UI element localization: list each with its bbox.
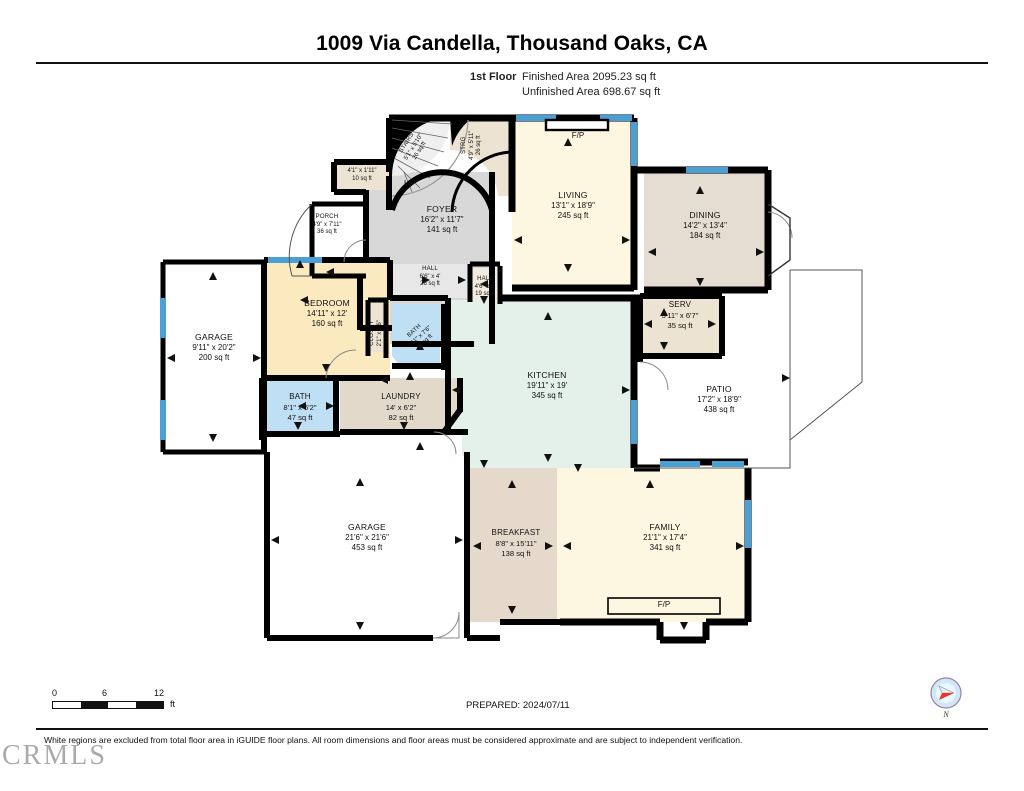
scale-tick-6: 6	[102, 688, 108, 698]
floor-area-summary: 1st Floor Finished Area 2095.23 sq ft Unf…	[470, 70, 660, 100]
room-fill-patio	[638, 362, 790, 468]
room-fill-dining	[644, 172, 768, 290]
plan-wall-lines	[160, 114, 772, 644]
plan-windows	[160, 115, 751, 548]
floor-plan-drawing: PORCH 4'9" x 7'11" 36 sq ft 4'1" x 1'11"…	[0, 100, 1024, 660]
patio-outline	[634, 269, 863, 469]
scale-unit-label: ft	[170, 699, 176, 709]
plan-svg	[160, 114, 863, 644]
compass-north-label: N	[943, 710, 949, 719]
scale-tick-0: 0	[52, 688, 58, 698]
scale-ticks: 0 6 12	[52, 688, 174, 700]
room-fill-living	[512, 118, 634, 288]
compass-rose: N	[925, 676, 967, 724]
finished-area: Finished Area 2095.23 sq ft	[522, 71, 656, 83]
scale-seg-4	[135, 702, 163, 708]
room-fill-garage-2	[267, 456, 467, 638]
strg-arc-outer	[450, 150, 513, 213]
view-arrows	[167, 138, 790, 630]
scale-seg-3	[108, 702, 136, 708]
room-fill-laundry	[340, 378, 460, 432]
fireplace-living	[544, 118, 610, 132]
room-fill-hall-1	[390, 264, 470, 298]
scale-seg-2	[80, 702, 108, 708]
dining-bay	[767, 203, 791, 277]
wall-strg-arc	[450, 118, 472, 146]
floor-label: 1st Floor	[470, 71, 517, 83]
room-fill-kitchen	[448, 300, 634, 468]
room-fill-family	[557, 468, 748, 622]
scale-bar	[52, 701, 164, 709]
scale-tick-12: 12	[154, 688, 165, 698]
page-title: 1009 Via Candella, Thousand Oaks, CA	[316, 32, 708, 55]
compass-icon	[930, 677, 962, 709]
wall-block-upper-left	[389, 118, 450, 176]
room-fill-closet-up	[334, 164, 390, 190]
watermark-crmls: CRMLS	[2, 740, 107, 771]
fireplace-label-family: F/P	[657, 600, 671, 609]
fireplace-label-living: F/P	[571, 131, 585, 140]
fireplace-family	[607, 597, 721, 615]
scale-bar-group: 0 6 12 ft	[52, 688, 176, 709]
door-leaf-garage2	[433, 612, 460, 639]
title-divider	[36, 62, 988, 64]
footer-divider	[36, 728, 988, 730]
scale-seg-1	[53, 702, 81, 708]
unfinished-area: Unfinished Area 698.67 sq ft	[522, 86, 661, 98]
room-fill-garage-1	[163, 262, 265, 450]
room-fill-breakfast	[469, 468, 557, 622]
disclaimer-text: White regions are excluded from total fl…	[44, 735, 743, 745]
door-swings	[288, 203, 793, 639]
prepared-date: PREPARED: 2024/07/11	[466, 700, 570, 711]
foyer-arc	[389, 169, 495, 211]
stairs-up-label: UP	[404, 178, 416, 188]
room-fill-bath-mid	[392, 304, 440, 366]
room-fill-serv	[640, 296, 720, 354]
